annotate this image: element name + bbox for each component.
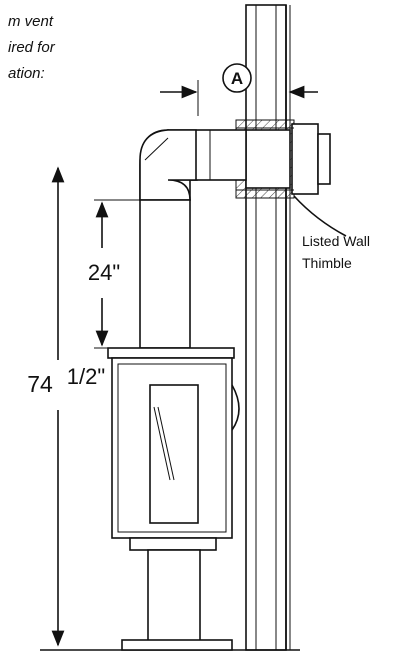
dimension-24-label: 24" <box>88 260 120 285</box>
dimension-24: 24" <box>88 199 140 349</box>
stovepipe-vertical <box>139 199 191 349</box>
dimension-74-label-fraction: 1/2" <box>67 364 105 389</box>
dimension-74-label-whole: 74 <box>27 371 53 397</box>
dimension-74: 74 1/2" <box>27 166 105 647</box>
caption-line-2: ired for <box>8 39 56 56</box>
marker-a: A <box>231 69 243 88</box>
stove-body <box>107 347 240 539</box>
callout-line-1: Listed Wall <box>302 233 370 249</box>
callout-line-2: Thimble <box>302 255 352 271</box>
caption-line-1: m vent <box>8 13 54 30</box>
dimension-a: A <box>160 63 318 116</box>
wall-thimble <box>235 119 331 199</box>
stove-pedestal <box>121 537 233 651</box>
caption-line-3: ation: <box>8 65 45 82</box>
wall <box>245 4 287 651</box>
wall-thimble-callout: Listed Wall Thimble <box>293 195 370 271</box>
